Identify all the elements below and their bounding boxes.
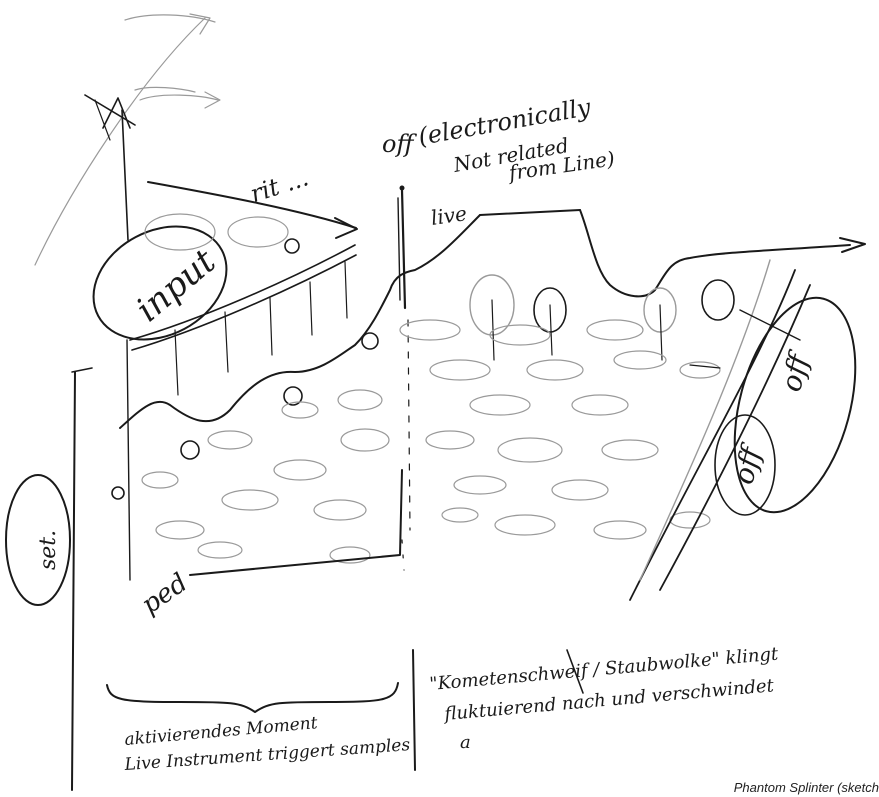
- ghost-circles-left: [144, 213, 289, 251]
- right-note-line3: a: [460, 732, 471, 753]
- label-input: input: [129, 241, 224, 330]
- cloud-right: [399, 274, 735, 540]
- label-off-right-2: off: [727, 440, 769, 488]
- label-ped: ped: [136, 568, 193, 621]
- label-rit: rit ...: [247, 163, 312, 208]
- input-wedge: [92, 225, 357, 396]
- off-right-area: [629, 259, 857, 601]
- label-off-right-1: off: [774, 347, 816, 395]
- figure-caption: Phantom Splinter (sketch: [733, 780, 879, 795]
- center-divider: [397, 185, 411, 571]
- rit-arrow: [147, 181, 358, 239]
- main-wave: [119, 209, 866, 429]
- label-set: set.: [36, 530, 61, 570]
- set-area: [5, 339, 131, 791]
- label-off-top: off: [382, 130, 417, 158]
- bottom-notes-frame: [106, 649, 584, 771]
- cloud-left: [111, 332, 390, 564]
- input-arrow: [84, 94, 136, 241]
- label-live: live: [429, 201, 468, 230]
- ped-area: [189, 469, 403, 576]
